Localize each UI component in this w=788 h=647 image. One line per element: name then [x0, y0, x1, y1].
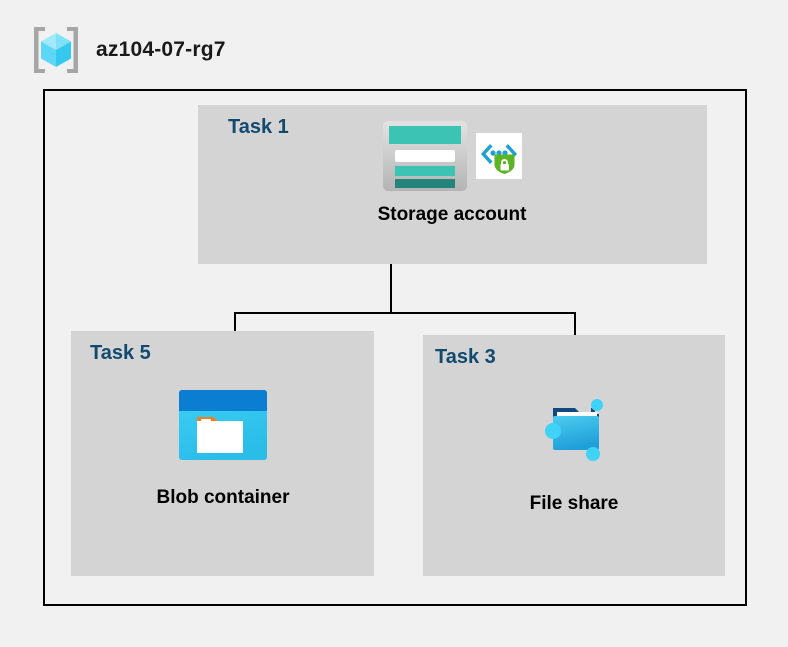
- task-panel-task3: Task 3: [423, 335, 725, 576]
- resource-group-header: az104-07-rg7: [30, 24, 226, 76]
- task-panel-task1: Task 1: [198, 105, 707, 264]
- node-blob-container[interactable]: Blob container: [117, 389, 329, 509]
- task-label-task1: Task 1: [228, 116, 289, 138]
- node-caption-file-share: File share: [529, 493, 619, 514]
- resource-group-name: az104-07-rg7: [96, 38, 226, 61]
- storage-account-icon: [382, 120, 468, 197]
- file-share-icon: [531, 386, 617, 471]
- task-label-task3: Task 3: [435, 346, 496, 368]
- secure-endpoint-icon: [476, 132, 522, 184]
- node-caption-blob-container: Blob container: [156, 487, 290, 508]
- task-label-task5: Task 5: [90, 342, 151, 364]
- blob-container-icon: [178, 389, 268, 466]
- node-caption-storage-account: Storage account: [377, 204, 527, 225]
- task-panel-task5: Task 5 Blob container: [71, 331, 374, 576]
- storage-account-icon-row: [382, 120, 522, 196]
- node-storage-account[interactable]: Storage account: [349, 120, 555, 226]
- node-file-share[interactable]: File share: [468, 386, 680, 515]
- resource-group-icon: [30, 24, 82, 76]
- resource-group-boundary: [43, 89, 747, 606]
